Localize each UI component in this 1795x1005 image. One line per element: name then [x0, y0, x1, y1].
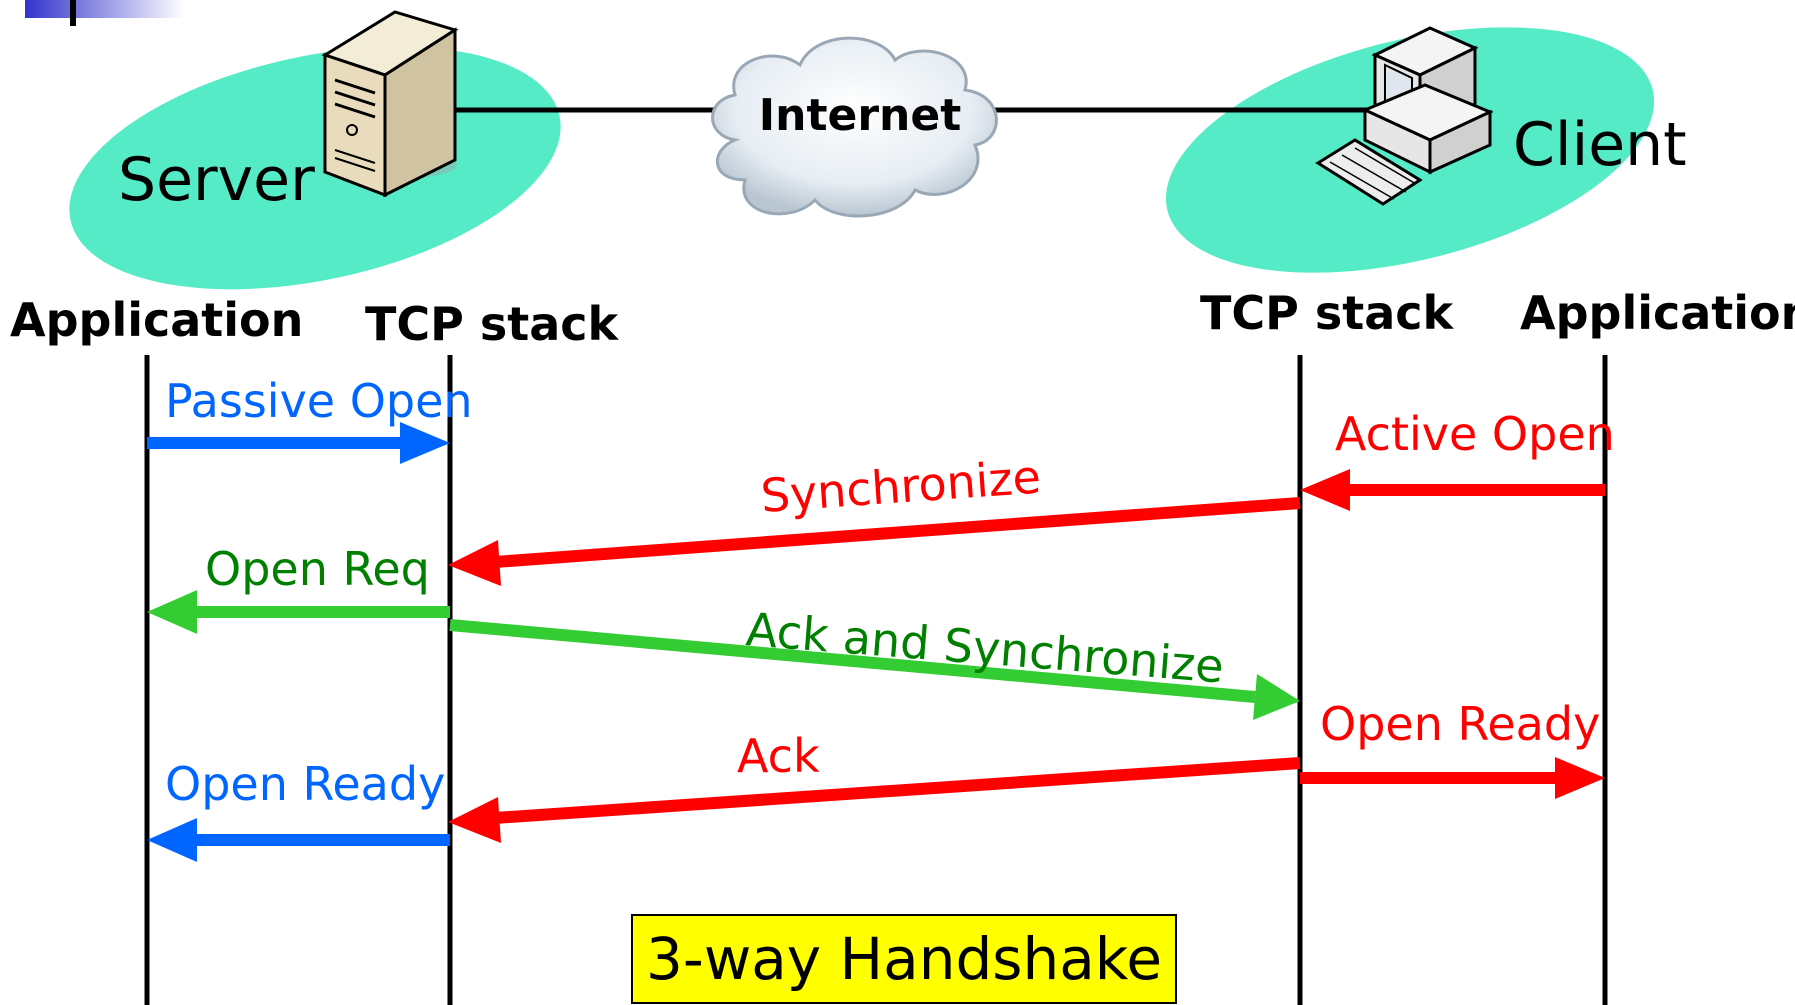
client-label: Client — [1513, 110, 1687, 180]
ack-arrow — [448, 757, 1301, 843]
active-open-arrow — [1300, 469, 1605, 511]
ack-label: Ack — [737, 729, 820, 783]
handshake-caption-box: 3-way Handshake — [631, 914, 1177, 1004]
client-application-header: Application — [1520, 286, 1795, 340]
internet-cloud-icon — [711, 36, 998, 218]
synchronize-label: Synchronize — [759, 450, 1043, 523]
open-ready-server-arrow — [147, 818, 450, 862]
open-ready-client-arrow — [1300, 757, 1605, 799]
open-ready-server-label: Open Ready — [165, 757, 445, 811]
internet-label: Internet — [759, 90, 961, 141]
client-computer-icon — [1315, 26, 1494, 206]
server-application-header: Application — [10, 293, 303, 347]
passive-open-arrow — [147, 422, 450, 464]
passive-open-label: Passive Open — [165, 374, 473, 428]
open-req-arrow — [147, 590, 450, 634]
open-req-label: Open Req — [205, 542, 430, 596]
handshake-caption: 3-way Handshake — [645, 925, 1163, 993]
server-tcp-stack-header: TCP stack — [365, 297, 620, 351]
server-computer-icon — [321, 10, 459, 198]
slide-corner-decoration — [25, 0, 185, 26]
client-tcp-stack-header: TCP stack — [1200, 286, 1455, 340]
synchronize-arrow — [448, 497, 1301, 586]
active-open-label: Active Open — [1335, 407, 1615, 461]
ack-and-synchronize-arrow — [449, 619, 1300, 720]
open-ready-client-label: Open Ready — [1320, 697, 1600, 751]
server-label: Server — [118, 145, 315, 215]
ack-and-synchronize-label: Ack and Synchronize — [744, 602, 1226, 693]
